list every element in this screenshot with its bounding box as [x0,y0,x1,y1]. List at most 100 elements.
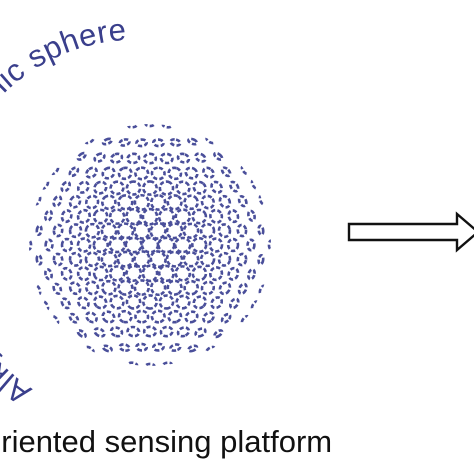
lattice-ring [267,239,271,251]
lattice-ring [117,279,134,296]
lattice-ring [76,266,91,282]
lattice-ring [35,224,43,236]
lattice-ring [101,166,116,180]
lattice-ring [68,166,80,178]
lattice-ring [142,325,158,338]
lattice-ring [167,309,183,324]
lattice-ring [165,250,184,268]
lattice-ring [173,236,192,254]
lattice-ring [126,325,141,338]
lattice-ring [157,236,176,254]
lattice-ring [199,251,216,268]
lattice-ring [50,165,60,176]
lattice-ring [144,362,156,366]
lattice-ring [205,345,216,354]
lattice-ring [200,280,216,296]
lattice-ring [149,193,167,211]
lattice-ring [202,311,215,324]
lattice-ring [159,152,174,165]
lattice-ring [183,279,199,296]
lattice-ring [176,152,191,164]
lattice-ring [205,136,216,145]
lattice-ring [161,361,173,366]
lattice-ring [84,222,101,239]
lattice-ring [141,207,159,226]
sphere-lattice [29,124,271,366]
lattice-ring [194,152,207,163]
lattice-ring [200,194,216,210]
lattice-ring [108,208,126,225]
lattice-ring [118,138,131,147]
lattice-ring [237,282,248,295]
lattice-ring [142,294,158,310]
lattice-ring [100,222,118,240]
lattice-ring [108,265,126,282]
lattice-ring [52,223,64,238]
lattice-ring [199,222,216,239]
lattice-ring [52,252,64,267]
lattice-ring [135,342,148,352]
lattice-ring [175,294,191,310]
lattice-ring [84,194,100,210]
lattice-ring [92,265,109,282]
lattice-ring [41,179,50,190]
lattice-ring [116,250,135,268]
lattice-ring [76,237,92,253]
lattice-ring [227,209,240,224]
lattice-ring [76,208,91,224]
lattice-ring [182,250,200,268]
lattice-ring [220,312,232,324]
lattice-ring [152,342,165,352]
lattice-ring [167,166,183,181]
lattice-ring [117,309,133,324]
lattice-ring [93,152,106,163]
lattice-ring [191,265,208,282]
lattice-ring [44,268,53,281]
lattice-ring [76,329,87,339]
lattice-ring [229,297,240,310]
lattice-ring [125,180,142,196]
lattice-ring [68,251,83,267]
lattice-ring [191,208,208,225]
lattice-ring [157,264,175,283]
lattice-ring [258,194,267,206]
lattice-ring [217,223,232,239]
lattice-ring [134,166,150,181]
lattice-ring [176,326,191,338]
lattice-ring [258,284,267,296]
lattice-ring [226,237,240,253]
lattice-ring [84,345,95,354]
lattice-ring [218,281,232,296]
lattice-ring [52,282,63,295]
lattice-ring [236,223,248,238]
lattice-ring [29,239,33,251]
lattice-ring [93,295,108,310]
lattice-ring [68,281,82,296]
lattice-ring [140,236,160,254]
lattice-ring [247,209,256,222]
lattice-ring [250,179,259,190]
photonic-sphere-icon [29,124,271,366]
lattice-ring [220,166,232,178]
lattice-ring [210,296,224,310]
lattice-ring [117,166,133,181]
lattice-ring [208,237,224,253]
lattice-ring [127,124,139,129]
lattice-ring [85,311,98,324]
lattice-ring [246,238,256,252]
lattice-ring [166,279,183,296]
lattice-ring [101,279,117,296]
lattice-ring [158,180,175,196]
lattice-ring [150,309,166,324]
lattice-ring [92,208,109,225]
lattice-ring [257,224,265,236]
lattice-ring [135,138,148,148]
lattice-ring [60,180,71,193]
lattice-ring [109,294,125,310]
lattice-ring [175,180,191,196]
lattice-ring [84,251,101,268]
lattice-ring [142,152,158,165]
lattice-ring [68,312,80,324]
lattice-ring [100,250,118,268]
